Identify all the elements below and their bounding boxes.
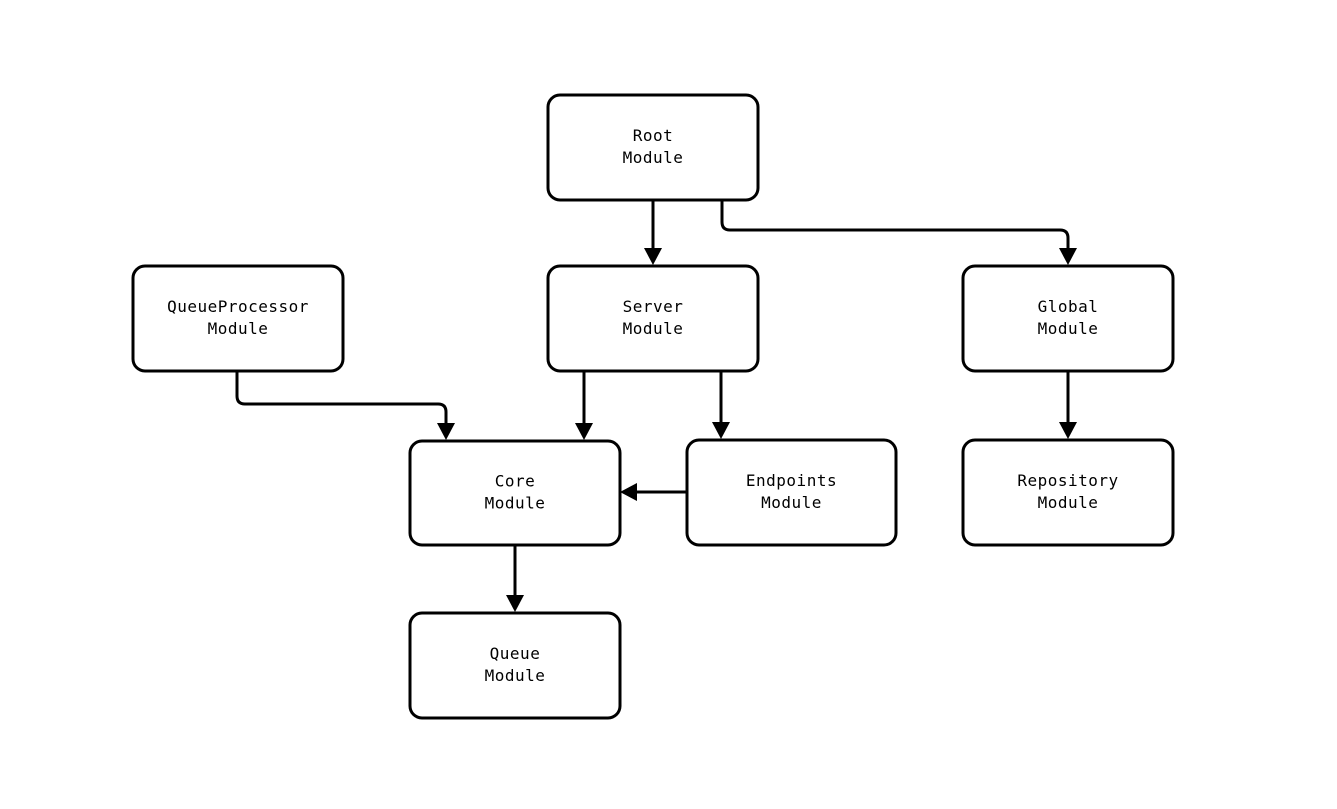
arrowhead-head-root-server: [644, 248, 662, 265]
arrowhead-head-core-queue: [506, 595, 524, 612]
node-label-repository-line1: Repository: [1017, 471, 1118, 490]
edge-queueprocessor-to-core: [235, 371, 448, 427]
node-label-global-line1: Global: [1038, 297, 1099, 316]
node-box-repository[interactable]: [961, 438, 1175, 547]
node-label-server-line1: Server: [623, 297, 684, 316]
node-label-global-line2: Module: [1038, 319, 1099, 338]
node-label-repository-line2: Module: [1038, 493, 1099, 512]
arrowhead-head-queueprocessor-core: [437, 423, 455, 440]
node-label-core-line1: Core: [495, 472, 536, 491]
arrowhead-head-global-repository: [1059, 422, 1077, 439]
node-label-queue-line2: Module: [485, 666, 546, 685]
arrowhead-head-root-global: [1059, 248, 1077, 265]
node-label-root-line1: Root: [633, 126, 674, 145]
node-label-queueprocessor-line1: QueueProcessor: [167, 297, 309, 316]
arrowheads-layer: [437, 248, 1077, 612]
node-box-core[interactable]: [408, 439, 622, 547]
node-box-global[interactable]: [961, 264, 1175, 373]
edges-layer: [235, 200, 1070, 599]
node-label-queueprocessor-line2: Module: [208, 319, 269, 338]
node-label-server-line2: Module: [623, 319, 684, 338]
node-label-core-line2: Module: [485, 494, 546, 513]
node-label-endpoints-line2: Module: [761, 493, 822, 512]
node-label-root-line2: Module: [623, 148, 684, 167]
arrowhead-head-server-endpoints: [712, 422, 730, 439]
node-label-queue-line1: Queue: [490, 644, 541, 663]
node-box-server[interactable]: [546, 264, 760, 373]
arrowhead-head-server-core: [575, 423, 593, 440]
arrowhead-head-endpoints-core: [620, 483, 637, 501]
node-box-queueprocessor[interactable]: [131, 264, 345, 373]
node-box-queue[interactable]: [408, 611, 622, 720]
node-box-root[interactable]: [546, 93, 760, 202]
node-label-endpoints-line1: Endpoints: [746, 471, 837, 490]
nodes-layer: RootModuleQueueProcessorModuleServerModu…: [131, 93, 1175, 720]
node-box-endpoints[interactable]: [685, 438, 898, 547]
edge-root-to-global: [720, 200, 1070, 252]
